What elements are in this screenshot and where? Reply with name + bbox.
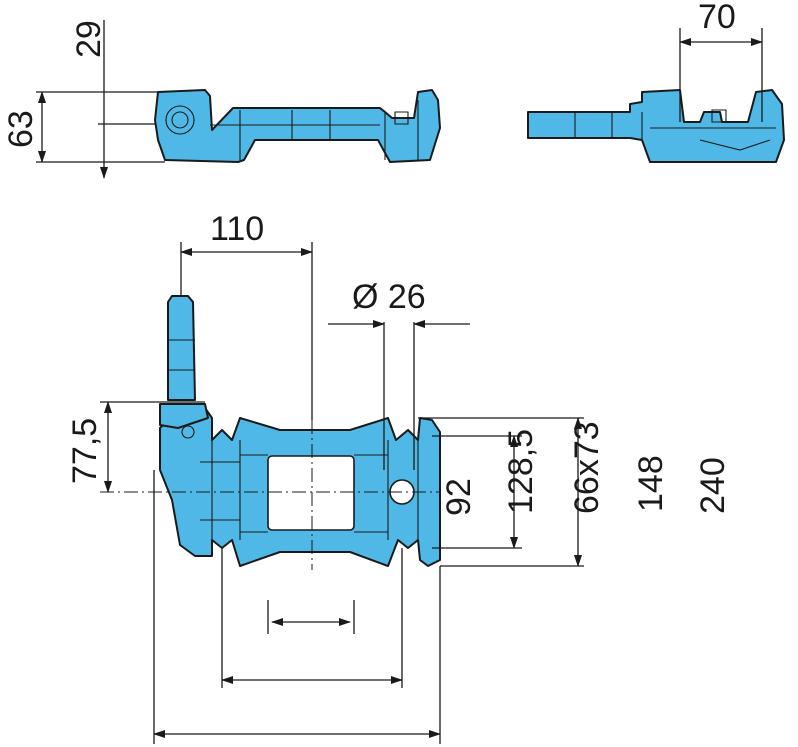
dim-70-label: 70 (698, 0, 736, 36)
dimension-148: 148 (632, 455, 670, 512)
dimension-240: 240 (694, 457, 732, 514)
bottom-dimensions (153, 470, 441, 744)
dim-128-5-label: 128,5 (502, 429, 540, 514)
dim-63-label: 63 (2, 110, 40, 148)
dim-148-label: 148 (632, 455, 670, 512)
top-view (159, 295, 441, 567)
dim-110-label: 110 (210, 210, 264, 248)
dim-29-label: 29 (70, 20, 108, 58)
dimension-diameter-26: Ø 26 (328, 278, 470, 470)
dimension-63: 63 (2, 91, 165, 163)
dimension-29: 29 (36, 20, 158, 179)
dim-240-label: 240 (694, 457, 732, 514)
dimension-110: 110 (180, 210, 313, 420)
dimension-92: 92 (440, 478, 478, 516)
dim-92-label: 92 (440, 478, 478, 516)
dimension-66x73: 66x73 (418, 417, 606, 567)
dim-66x73-label: 66x73 (568, 421, 606, 514)
dim-77-5-label: 77,5 (66, 418, 104, 484)
dim-26-label: Ø 26 (352, 278, 426, 316)
dimension-77-5: 77,5 (66, 401, 205, 493)
dimension-70: 70 (679, 0, 763, 122)
dimension-128-5: 128,5 (432, 429, 540, 549)
center-window (267, 455, 355, 531)
side-view-left (154, 89, 441, 163)
center-lines (100, 420, 440, 570)
side-view-right (527, 89, 785, 163)
